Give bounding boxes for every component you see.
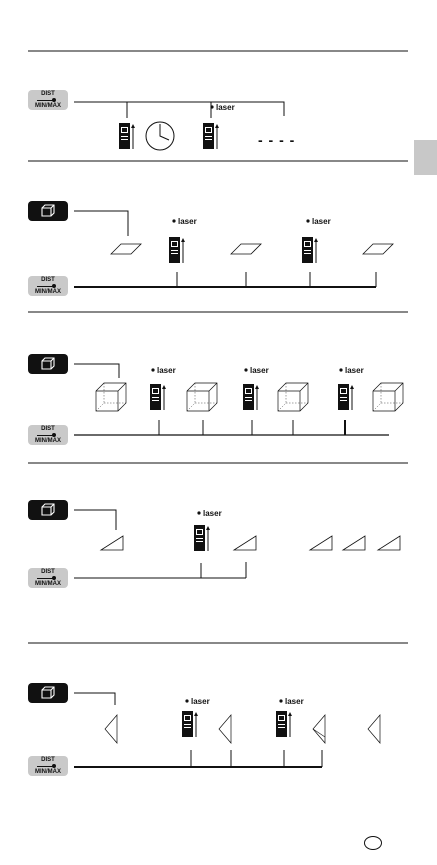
cube-icon <box>187 383 217 411</box>
minmax-label: MIN/MAX <box>28 438 68 445</box>
device-icon <box>338 384 354 410</box>
laser-label: laser <box>157 366 176 375</box>
dist-minmax-button: DIST MIN/MAX <box>28 425 68 445</box>
laser-label: laser <box>216 103 235 112</box>
triangle-icon <box>234 536 256 550</box>
dist-indicator-icon <box>28 764 68 769</box>
cube-icon <box>373 383 403 411</box>
cube-icon <box>96 383 126 411</box>
area-volume-icon <box>28 683 68 703</box>
device-icon <box>302 237 318 263</box>
wedge-icon <box>313 715 325 743</box>
dist-minmax-button: DIST MIN/MAX <box>28 756 68 776</box>
laser-label: laser <box>285 697 304 706</box>
minmax-label: MIN/MAX <box>28 289 68 296</box>
placeholder-display: - - - - <box>258 133 295 147</box>
laser-label: laser <box>250 366 269 375</box>
area-volume-button <box>28 354 68 374</box>
area-volume-button <box>28 683 68 703</box>
dist-indicator-icon <box>28 284 68 289</box>
dist-label: DIST <box>28 757 68 764</box>
cube-icon <box>278 383 308 411</box>
wedge-icon <box>105 715 117 743</box>
parallelogram-icon <box>363 244 393 254</box>
area-volume-icon <box>28 201 68 221</box>
device-icon <box>150 384 166 410</box>
laser-label: laser <box>312 217 331 226</box>
laser-label: laser <box>203 509 222 518</box>
triangle-icon <box>343 536 365 550</box>
triangle-icon <box>310 536 332 550</box>
laser-label: laser <box>191 697 210 706</box>
section-distance <box>74 102 284 118</box>
minmax-label: MIN/MAX <box>28 769 68 776</box>
device-icon <box>276 711 292 737</box>
area-volume-icon <box>28 500 68 520</box>
device-icon <box>169 237 185 263</box>
dist-label: DIST <box>28 91 68 98</box>
dist-minmax-button: DIST MIN/MAX <box>28 90 68 110</box>
triangle-icon <box>101 536 123 550</box>
dist-indicator-icon <box>28 576 68 581</box>
device-icon <box>203 123 219 149</box>
device-icon <box>243 384 259 410</box>
triangle-icon <box>378 536 400 550</box>
dist-minmax-button: DIST MIN/MAX <box>28 568 68 588</box>
dist-indicator-icon <box>28 98 68 103</box>
device-icon <box>119 123 135 149</box>
laser-label: laser <box>345 366 364 375</box>
timer-clock-icon <box>146 122 174 150</box>
minmax-label: MIN/MAX <box>28 581 68 588</box>
device-icon <box>182 711 198 737</box>
chapter-tab <box>414 140 437 175</box>
dist-label: DIST <box>28 277 68 284</box>
dist-minmax-button: DIST MIN/MAX <box>28 276 68 296</box>
minmax-label: MIN/MAX <box>28 103 68 110</box>
dist-label: DIST <box>28 426 68 433</box>
dist-label: DIST <box>28 569 68 576</box>
wedge-icon <box>368 715 380 743</box>
area-volume-button <box>28 500 68 520</box>
device-icon <box>194 525 210 551</box>
area-volume-icon <box>28 354 68 374</box>
wedge-icon <box>219 715 231 743</box>
parallelogram-icon <box>231 244 261 254</box>
dist-indicator-icon <box>28 433 68 438</box>
parallelogram-icon <box>111 244 141 254</box>
laser-label: laser <box>178 217 197 226</box>
country-badge-icon <box>364 836 382 850</box>
area-volume-button <box>28 201 68 221</box>
